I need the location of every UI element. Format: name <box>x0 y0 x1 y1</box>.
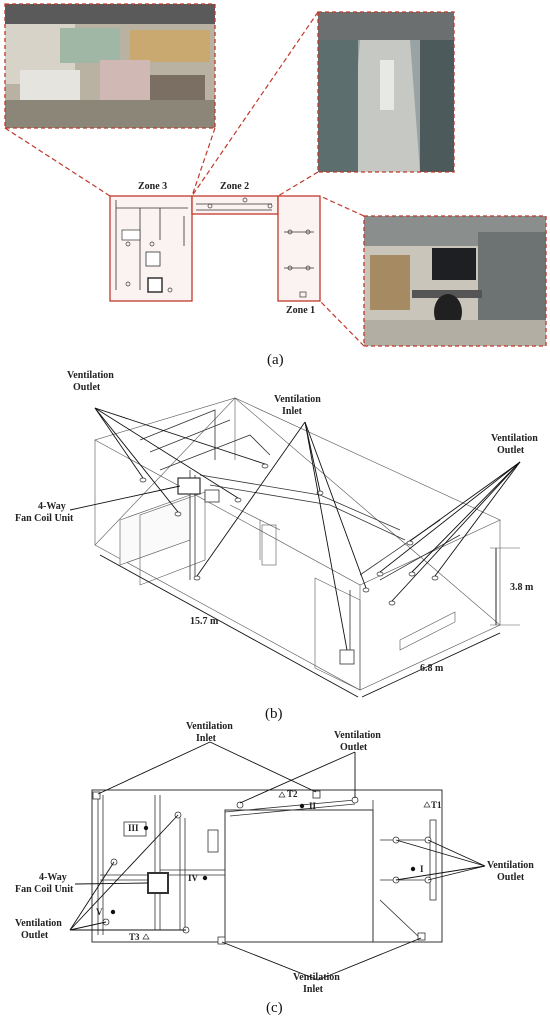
dim-length: 15.7 m <box>190 616 219 627</box>
dim-width: 6.8 m <box>420 663 444 674</box>
panel-a: Zone 3 Zone 2 Zone 1 (a) <box>4 3 547 368</box>
sensor-t3-label: T3 <box>129 932 140 942</box>
vent-outlet-left-c-label-2: Outlet <box>21 930 49 941</box>
sensor-t1-label: T1 <box>431 800 442 810</box>
panel-c: Ventilation Inlet Ventilation Outlet 4-W… <box>15 721 534 1016</box>
vent-outlet-right-c-label-2: Outlet <box>497 872 525 883</box>
zone3-label: Zone 3 <box>138 181 167 192</box>
vent-outlet-top-label-1: Ventilation <box>334 730 381 741</box>
vent-inlet-top-label-2: Inlet <box>196 733 217 744</box>
pointer-lines-c <box>69 741 486 981</box>
panel-b: Ventilation Outlet Ventilation Inlet Ven… <box>15 370 538 722</box>
fcu-label-c-1: 4-Way <box>39 872 67 883</box>
point-v-label: V <box>96 907 103 917</box>
dim-height: 3.8 m <box>510 582 534 593</box>
caption-a: (a) <box>267 352 284 368</box>
workstation-photo <box>363 215 547 347</box>
isometric-room <box>94 397 501 691</box>
dimension-lines <box>99 547 520 698</box>
point-iii-label: III <box>128 823 139 833</box>
vent-inlet-bottom-label-1: Ventilation <box>293 972 340 983</box>
vent-inlet-bottom-label-2: Inlet <box>303 984 324 995</box>
vent-inlet-label-1: Ventilation <box>274 394 321 405</box>
corridor-photo <box>317 11 455 173</box>
fcu-label-b-2: Fan Coil Unit <box>15 513 74 524</box>
vent-outlet-left-label-2: Outlet <box>73 382 101 393</box>
zone1-label: Zone 1 <box>286 305 315 316</box>
vent-outlet-right-label-1: Ventilation <box>491 433 538 444</box>
point-iv-label: IV <box>188 873 199 883</box>
vent-outlet-right-c-label-1: Ventilation <box>487 860 534 871</box>
point-ii-label: II <box>309 801 317 811</box>
caption-c: (c) <box>266 1000 283 1016</box>
sensor-t2-label: T2 <box>287 789 298 799</box>
fcu-label-c-2: Fan Coil Unit <box>15 884 74 895</box>
fcu-label-b-1: 4-Way <box>38 501 66 512</box>
vent-inlet-top-label-1: Ventilation <box>186 721 233 732</box>
pointer-lines-b <box>69 407 521 651</box>
vent-outlet-right-label-2: Outlet <box>497 445 525 456</box>
vent-outlet-top-label-2: Outlet <box>340 742 368 753</box>
floor-plan-c <box>91 789 443 945</box>
vent-outlet-left-label-1: Ventilation <box>67 370 114 381</box>
vent-inlet-label-2: Inlet <box>282 406 303 417</box>
vent-outlet-left-c-label-1: Ventilation <box>15 918 62 929</box>
caption-b: (b) <box>265 706 283 722</box>
zone-floor-plan <box>109 195 321 302</box>
zone2-label: Zone 2 <box>220 181 249 192</box>
office-photo <box>4 3 216 129</box>
point-i-label: I <box>420 864 424 874</box>
